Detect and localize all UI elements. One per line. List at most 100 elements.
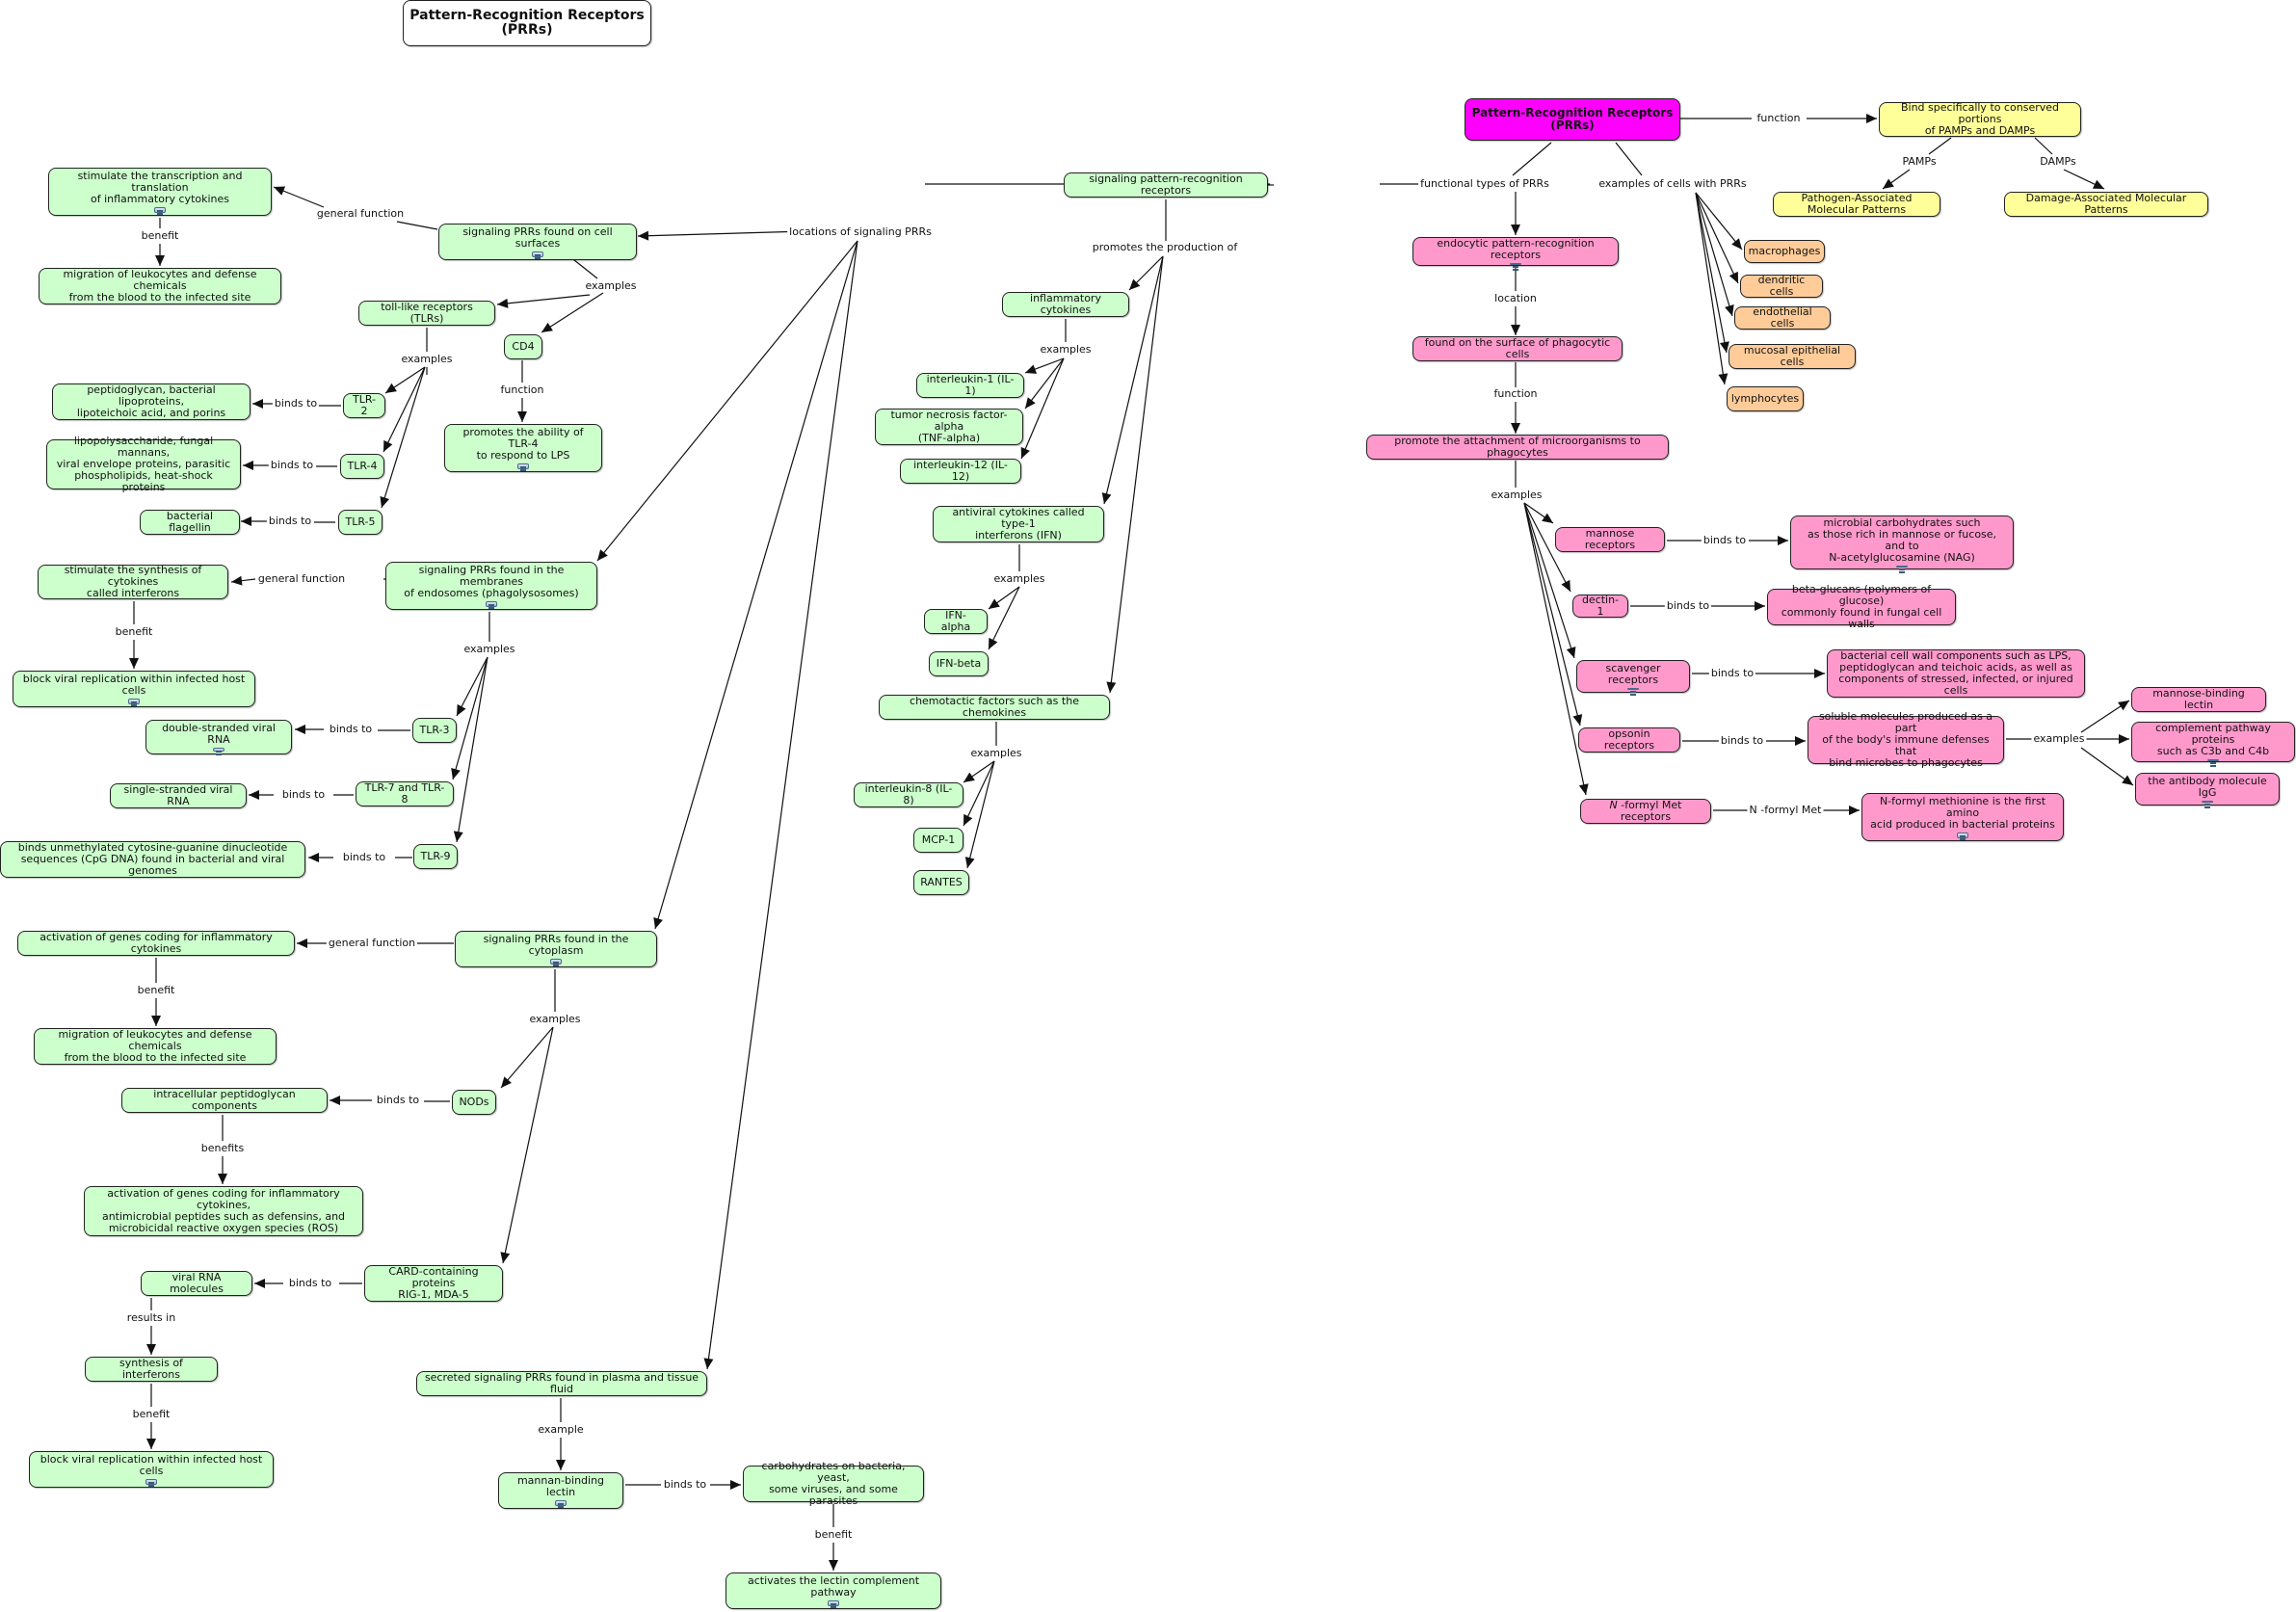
node-mcp[interactable]: MCP-1	[913, 828, 963, 853]
node-lectin[interactable]: activates the lectin complement pathway	[726, 1572, 941, 1609]
node-tlr5[interactable]: TLR-5	[338, 510, 383, 535]
node-lympho[interactable]: lymphocytes	[1727, 386, 1804, 411]
resource-document-icon[interactable]	[532, 251, 543, 257]
node-surface[interactable]: found on the surface of phagocytic cells	[1412, 336, 1623, 361]
node-complement[interactable]: complement pathway proteins such as C3b …	[2131, 722, 2295, 764]
node-rantes[interactable]: RANTES	[913, 870, 969, 895]
node-label: endocytic pattern-recognition receptors	[1437, 237, 1595, 261]
node-chemo[interactable]: chemotactic factors such as the chemokin…	[879, 695, 1110, 720]
node-nformyl[interactable]: N -formyl Met receptors	[1580, 799, 1711, 824]
node-act-genes2[interactable]: activation of genes coding for inflammat…	[84, 1186, 363, 1236]
node-bind[interactable]: Bind specifically to conserved portions …	[1879, 102, 2081, 137]
node-inflam[interactable]: inflammatory cytokines	[1002, 292, 1129, 317]
resource-document-icon[interactable]	[128, 699, 140, 704]
node-scav[interactable]: scavenger receptors	[1576, 660, 1690, 693]
node-opsonin[interactable]: opsonin receptors	[1578, 727, 1680, 753]
node-il8[interactable]: interleukin-8 (IL-8)	[854, 782, 963, 807]
resource-document-icon[interactable]	[145, 1479, 157, 1485]
node-syn-i-f-n[interactable]: synthesis of interferons	[85, 1357, 218, 1382]
node-pepti[interactable]: peptidoglycan, bacterial lipoproteins, l…	[52, 383, 251, 420]
resource-document-icon[interactable]	[828, 1600, 839, 1606]
node-il1[interactable]: interleukin-1 (IL-1)	[916, 373, 1024, 398]
node-title[interactable]: Pattern-Recognition Receptors (PRRs)	[403, 0, 651, 46]
node-soluble[interactable]: soluble molecules produced as a part of …	[1808, 711, 2004, 769]
node-signaling[interactable]: signaling pattern-recognition receptors	[1064, 172, 1268, 198]
node-micro-carb[interactable]: microbial carbohydrates such as those ri…	[1790, 515, 2014, 570]
node-migr2[interactable]: migration of leukocytes and defense chem…	[34, 1028, 277, 1065]
node-ss-r-n-a[interactable]: single-stranded viral RNA	[110, 783, 247, 808]
resource-document-icon[interactable]	[1627, 688, 1639, 693]
node-tnf[interactable]: tumor necrosis factor-alpha (TNF-alpha)	[875, 409, 1023, 445]
arrowhead	[453, 831, 463, 842]
node-dendr[interactable]: dendritic cells	[1740, 275, 1823, 298]
node-mucosal[interactable]: mucosal epithelial cells	[1729, 344, 1856, 369]
node-card[interactable]: CARD-containing proteins RIG-1, MDA-5	[364, 1265, 503, 1302]
node-beta-g[interactable]: beta-glucans (polymers of glucose) commo…	[1767, 584, 1956, 630]
node-block1[interactable]: block viral replication within infected …	[13, 671, 255, 707]
node-migr1[interactable]: migration of leukocytes and defense chem…	[39, 268, 281, 304]
node-igg[interactable]: the antibody molecule IgG	[2135, 773, 2280, 806]
node-prr[interactable]: Pattern-Recognition Receptors (PRRs)	[1465, 98, 1680, 141]
node-nods[interactable]: NODs	[452, 1090, 496, 1115]
resource-document-icon[interactable]	[213, 748, 224, 753]
node-endocytic[interactable]: endocytic pattern-recognition receptors	[1412, 237, 1619, 268]
node-dectin[interactable]: dectin-1	[1572, 595, 1628, 618]
resource-document-icon[interactable]	[2207, 759, 2219, 764]
connector-line	[1109, 255, 1164, 694]
node-flag[interactable]: bacterial flagellin	[140, 510, 240, 535]
resource-document-icon[interactable]	[486, 601, 497, 607]
node-tlr3[interactable]: TLR-3	[412, 718, 457, 743]
node-stim-syn[interactable]: stimulate the synthesis of cytokines cal…	[38, 565, 228, 599]
resource-document-icon[interactable]	[1510, 263, 1521, 268]
node-act-genes1[interactable]: activation of genes coding for inflammat…	[17, 931, 295, 956]
node-block2[interactable]: block viral replication within infected …	[29, 1451, 274, 1488]
node-viral-r-n-a[interactable]: viral RNA molecules	[141, 1271, 252, 1296]
node-cd4[interactable]: CD4	[504, 334, 542, 359]
node-prom-t-l-r4[interactable]: promotes the ability of TLR-4 to respond…	[444, 424, 602, 472]
node-ifnb[interactable]: IFN-beta	[929, 651, 989, 676]
node-carbo[interactable]: carbohydrates on bacteria, yeast, some v…	[743, 1461, 924, 1507]
node-bact-wall[interactable]: bacterial cell wall components such as L…	[1827, 649, 2085, 698]
node-tlr4[interactable]: TLR-4	[340, 454, 384, 479]
node-damp[interactable]: Damage-Associated Molecular Patterns	[2004, 192, 2208, 217]
node-tlrs[interactable]: toll-like receptors (TLRs)	[358, 301, 495, 326]
node-label: dectin-1	[1581, 594, 1620, 618]
resource-document-icon[interactable]	[154, 207, 166, 213]
node-tlr9[interactable]: TLR-9	[413, 844, 458, 869]
resource-document-icon[interactable]	[517, 463, 529, 469]
node-tlr78[interactable]: TLR-7 and TLR-8	[356, 781, 454, 806]
resource-document-icon[interactable]	[1896, 566, 1908, 570]
node-macro[interactable]: macrophages	[1744, 240, 1825, 263]
node-il12[interactable]: interleukin-12 (IL-12)	[900, 459, 1021, 484]
node-endosome[interactable]: signaling PRRs found in the membranes of…	[385, 562, 597, 610]
node-mbl1[interactable]: mannose-binding lectin	[2131, 687, 2266, 712]
node-promote[interactable]: promote the attachment of microorganisms…	[1366, 435, 1669, 460]
resource-document-icon[interactable]	[555, 1500, 567, 1506]
node-mannose-r[interactable]: mannose receptors	[1555, 527, 1665, 552]
node-stim-trans[interactable]: stimulate the transcription and translat…	[48, 168, 272, 216]
link-label-binds-to: binds to	[374, 1094, 422, 1106]
node-secreted[interactable]: secreted signaling PRRs found in plasma …	[416, 1371, 707, 1396]
node-nfm[interactable]: N-formyl methionine is the first amino a…	[1861, 793, 2064, 841]
resource-document-icon[interactable]	[2202, 801, 2213, 806]
node-endoth[interactable]: endothelial cells	[1734, 306, 1831, 330]
node-cyto[interactable]: signaling PRRs found in the cytoplasm	[455, 931, 657, 967]
node-tlr2[interactable]: TLR-2	[343, 393, 385, 418]
node-antiviral[interactable]: antiviral cytokines called type-1 interf…	[933, 506, 1104, 542]
resource-document-icon[interactable]	[550, 959, 562, 965]
node-intra-pep[interactable]: intracellular peptidoglycan components	[121, 1088, 328, 1113]
resource-document-icon[interactable]	[1957, 832, 1968, 838]
node-cpg[interactable]: binds unmethylated cytosine-guanine dinu…	[0, 841, 305, 878]
node-mbl2[interactable]: mannan-binding lectin	[498, 1472, 623, 1509]
node-cell-surf[interactable]: signaling PRRs found on cell surfaces	[438, 224, 637, 260]
arrowhead	[1561, 579, 1570, 592]
node-ds-r-n-a[interactable]: double-stranded viral RNA	[145, 720, 292, 754]
node-pamp[interactable]: Pathogen-Associated Molecular Patterns	[1773, 192, 1940, 217]
arrowhead	[1511, 423, 1520, 434]
node-label: beta-glucans (polymers of glucose) commo…	[1781, 583, 1942, 630]
node-label: MCP-1	[921, 833, 956, 846]
node-lipo-p[interactable]: lipopolysaccharide, fungal mannans, vira…	[46, 436, 241, 493]
arrowhead	[457, 703, 466, 716]
node-ifna[interactable]: IFN-alpha	[924, 609, 988, 634]
